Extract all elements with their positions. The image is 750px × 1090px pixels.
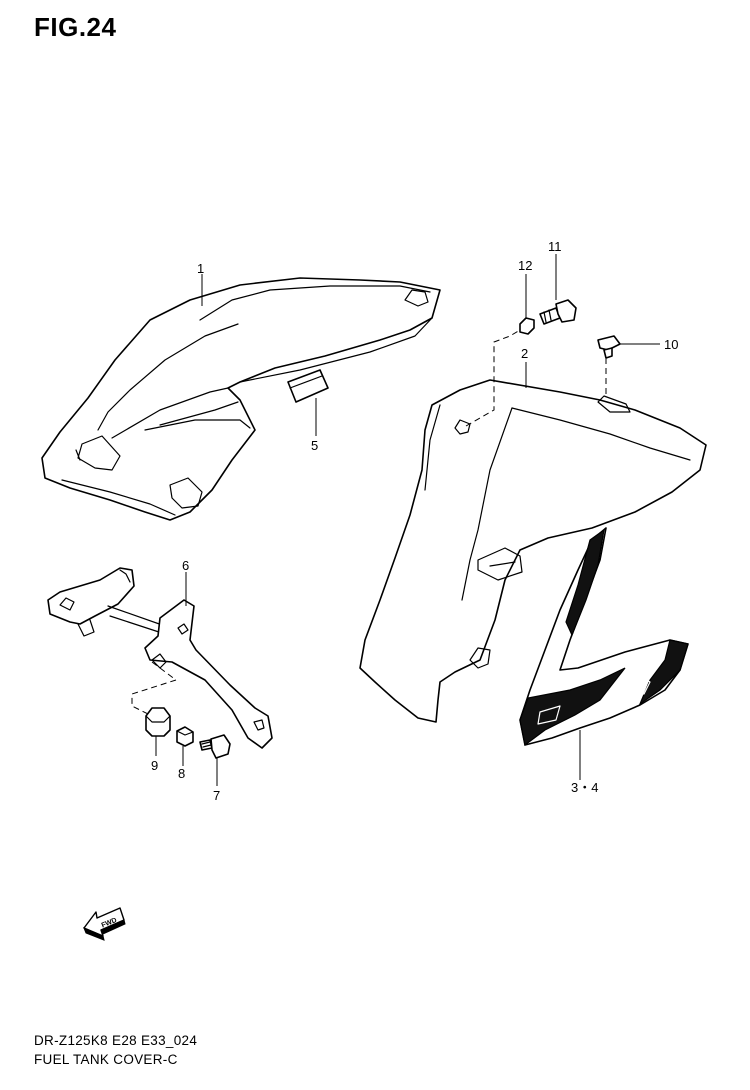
part-2-right-tank-cover[interactable] [359, 379, 707, 723]
callout-9: 9 [151, 758, 158, 773]
callout-1: 1 [197, 261, 204, 276]
part-10-clip[interactable] [597, 335, 621, 359]
callout-11: 11 [548, 239, 562, 254]
part-3-4-emblem[interactable] [519, 527, 689, 747]
callout-10: 10 [664, 337, 678, 352]
part-5-cushion[interactable] [287, 369, 329, 403]
figure-title: FIG.24 [34, 12, 117, 42]
part-12-washer[interactable] [519, 317, 535, 335]
part-7-bolt[interactable] [199, 734, 231, 759]
leader-lines [131, 254, 660, 786]
callout-12: 12 [518, 258, 532, 273]
part-11-screw[interactable] [539, 299, 577, 325]
part-name: FUEL TANK COVER-C [34, 1052, 178, 1067]
model-code: DR-Z125K8 E28 E33_024 [34, 1033, 198, 1048]
part-6-bracket[interactable] [47, 567, 273, 749]
callout-6: 6 [182, 558, 189, 573]
callout-3-4: 3・4 [571, 780, 598, 795]
part-1-left-tank-cover[interactable] [41, 277, 441, 521]
callout-7: 7 [213, 788, 220, 803]
callout-5: 5 [311, 438, 318, 453]
callout-labels: 1 2 3・4 5 6 7 8 9 10 11 12 [151, 239, 678, 803]
fwd-arrow-icon: FWD [83, 907, 126, 941]
callout-2: 2 [521, 346, 528, 361]
part-9-grommet[interactable] [145, 707, 171, 737]
callout-8: 8 [178, 766, 185, 781]
part-8-collar[interactable] [176, 726, 194, 747]
